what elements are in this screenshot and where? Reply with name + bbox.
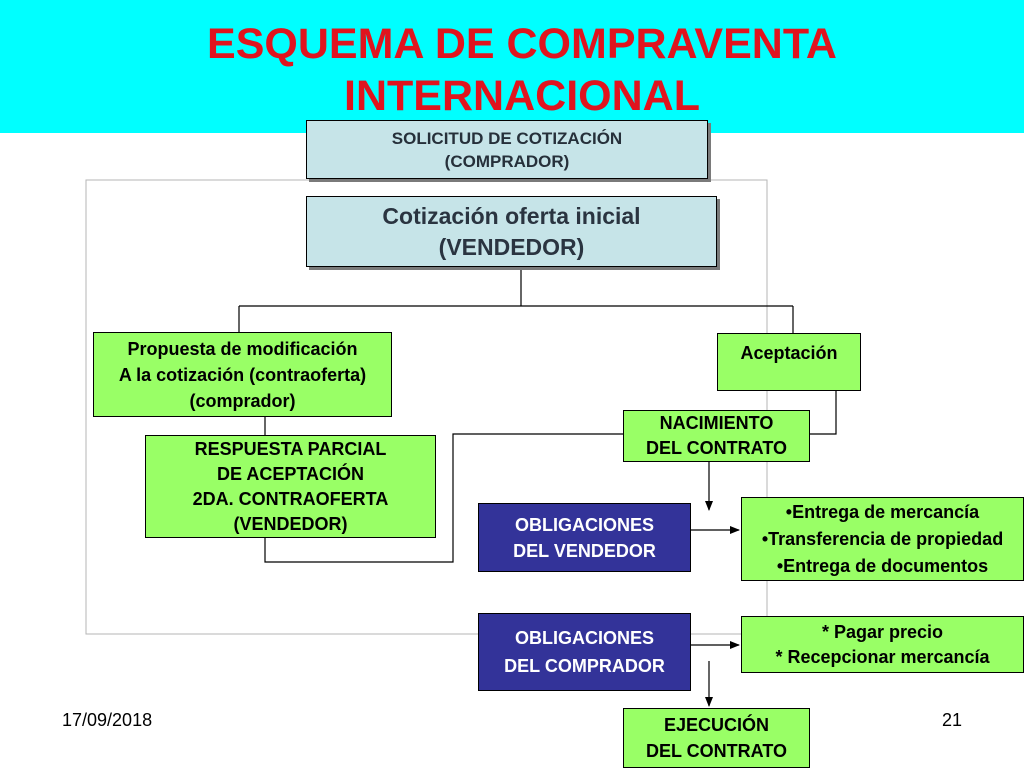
nacimiento-line-1: NACIMIENTO [659, 413, 774, 433]
respuesta-parcial-box: RESPUESTA PARCIAL DE ACEPTACIÓN 2DA. CON… [145, 435, 436, 538]
footer-date: 17/09/2018 [62, 710, 153, 730]
ejecucion-contrato-box: EJECUCIÓN DEL CONTRATO [623, 708, 810, 768]
respuesta-line-1: RESPUESTA PARCIAL [194, 438, 387, 459]
solicitud-cotizacion-box: SOLICITUD DE COTIZACIÓN (COMPRADOR) [306, 120, 708, 179]
cotizacion-line-2: (VENDEDOR) [438, 233, 585, 260]
connector-respuesta-nacimiento [264, 433, 623, 563]
propuesta-modificacion-box: Propuesta de modificación A la cotizació… [93, 332, 392, 417]
ejecucion-line-1: EJECUCIÓN [663, 715, 770, 735]
pagar-item-1: * Pagar precio [821, 621, 944, 642]
aceptacion-box: Aceptación [717, 333, 861, 391]
oblig-vendedor-line-1: OBLIGACIONES [514, 514, 654, 535]
cotizacion-line-1: Cotización oferta inicial [382, 202, 641, 229]
entrega-item-1: •Entrega de mercancía [785, 501, 980, 522]
oblig-comprador-line-1: OBLIGACIONES [514, 628, 654, 648]
propuesta-line-2: A la cotización (contraoferta) [118, 364, 367, 385]
title-line-1: ESQUEMA DE COMPRAVENTA [207, 20, 837, 68]
footer-page-number: 21 [942, 710, 963, 730]
connector-aceptacion-nacimiento [810, 391, 837, 435]
nacimiento-contrato-box: NACIMIENTO DEL CONTRATO [623, 410, 810, 462]
ejecucion-line-2: DEL CONTRATO [645, 741, 787, 761]
obligaciones-vendedor-list-box: •Entrega de mercancía •Transferencia de … [741, 497, 1024, 581]
page-title: ESQUEMA DE COMPRAVENTA INTERNACIONAL [0, 18, 1024, 122]
solicitud-line-2: (COMPRADOR) [444, 151, 570, 171]
propuesta-line-1: Propuesta de modificación [127, 338, 358, 359]
oblig-vendedor-line-2: DEL VENDEDOR [513, 540, 656, 561]
entrega-item-2: •Transferencia de propiedad [761, 528, 1004, 549]
nacimiento-line-2: DEL CONTRATO [645, 438, 787, 458]
obligaciones-vendedor-box: OBLIGACIONES DEL VENDEDOR [478, 503, 691, 572]
header-band [0, 0, 1024, 133]
entrega-item-3: •Entrega de documentos [776, 555, 989, 576]
propuesta-line-3: (comprador) [189, 390, 296, 411]
cotizacion-oferta-box: Cotización oferta inicial (VENDEDOR) [306, 196, 717, 267]
aceptacion-label: Aceptación [740, 343, 838, 363]
pagar-item-2: * Recepcionar mercancía [775, 646, 990, 667]
solicitud-line-1: SOLICITUD DE COTIZACIÓN [391, 128, 623, 148]
obligaciones-comprador-box: OBLIGACIONES DEL COMPRADOR [478, 613, 691, 691]
oblig-comprador-line-2: DEL COMPRADOR [504, 656, 665, 676]
respuesta-line-4: (VENDEDOR) [233, 513, 348, 534]
respuesta-line-3: 2DA. CONTRAOFERTA [192, 488, 389, 509]
title-line-2: INTERNACIONAL [344, 72, 700, 120]
background-frame [85, 179, 768, 635]
obligaciones-comprador-list-box: * Pagar precio * Recepcionar mercancía [741, 616, 1024, 673]
respuesta-line-2: DE ACEPTACIÓN [216, 463, 364, 484]
